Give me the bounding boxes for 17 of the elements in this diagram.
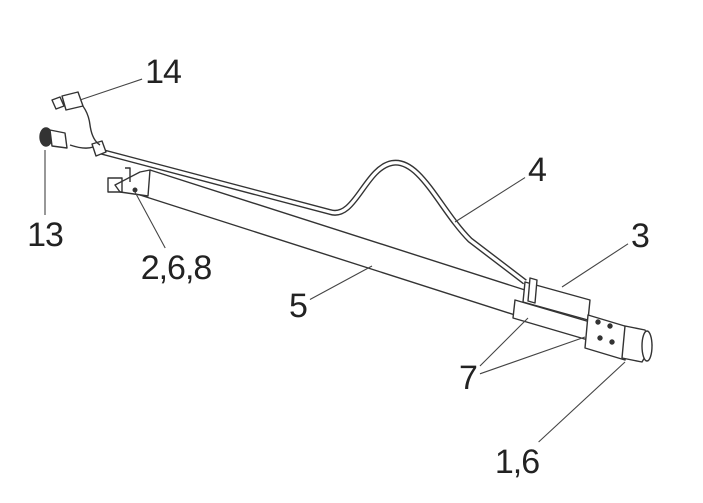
- leader-line: [454, 177, 526, 222]
- leader-line: [562, 243, 628, 288]
- callout-number: 14: [145, 55, 181, 89]
- callout-number: 7: [459, 361, 477, 395]
- callout-number: 1,6: [494, 445, 540, 479]
- leader-line: [44, 150, 46, 215]
- callout-number: 2,6,8: [140, 251, 212, 285]
- callout-number: 4: [528, 153, 546, 187]
- leader-line: [538, 362, 626, 442]
- leader-line: [80, 78, 142, 101]
- leader-line: [134, 192, 166, 248]
- callout-number: 5: [289, 289, 307, 323]
- callout-number: 3: [631, 219, 649, 253]
- leader-line: [480, 336, 586, 374]
- leader-line: [480, 318, 528, 366]
- callout-number: 13: [27, 218, 63, 252]
- leader-line: [310, 266, 372, 300]
